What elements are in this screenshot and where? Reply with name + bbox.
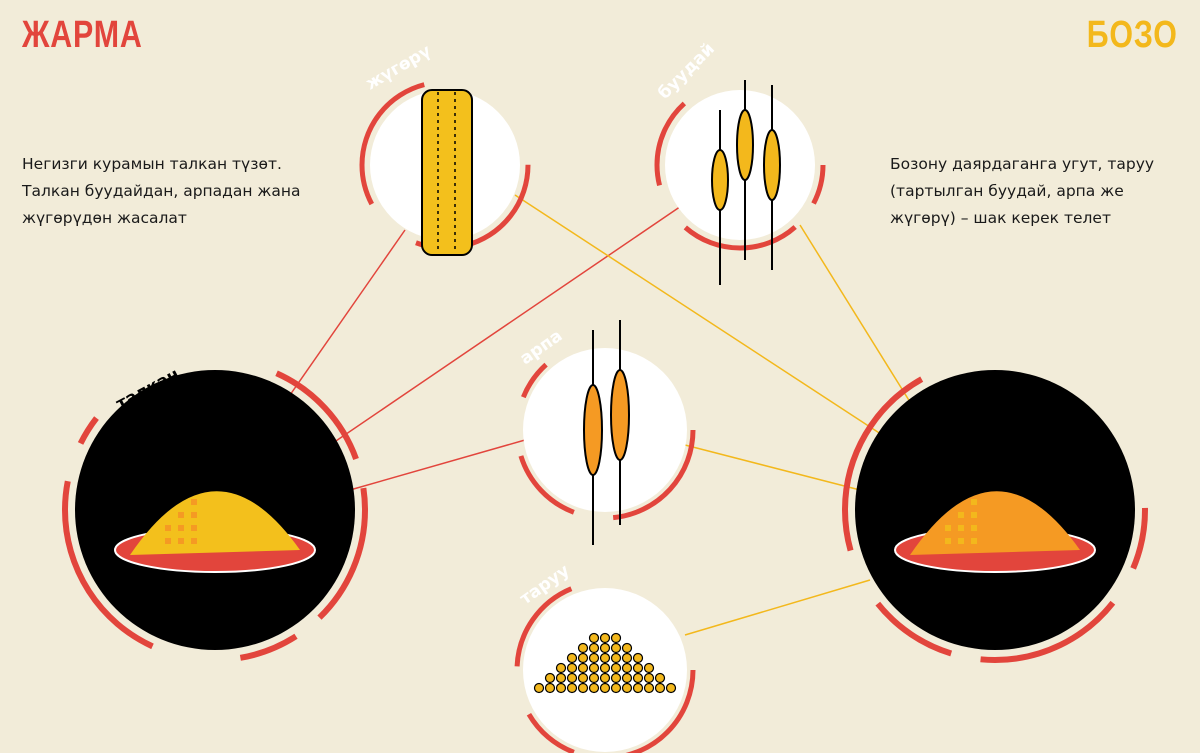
link-taruu-shak: [684, 579, 871, 636]
millet-grain: [665, 682, 677, 694]
millet-grain: [610, 652, 622, 664]
millet-grain: [577, 652, 589, 664]
link-talkan-buudai: [329, 199, 691, 446]
millet-grain: [599, 672, 611, 684]
millet-grain: [588, 682, 600, 694]
millet-grain: [555, 672, 567, 684]
link-talkan-arpa: [349, 439, 526, 491]
millet-grain: [544, 682, 556, 694]
millet-grain: [588, 632, 600, 644]
millet-grain: [654, 682, 666, 694]
millet-grain: [621, 672, 633, 684]
millet-grain: [621, 652, 633, 664]
label-buudai: буудай: [654, 39, 718, 103]
millet-grain: [632, 672, 644, 684]
millet-grain: [610, 642, 622, 654]
node-arpa: арпа: [514, 320, 696, 545]
millet-grain: [654, 672, 666, 684]
millet-grain: [632, 662, 644, 674]
millet-grain: [621, 642, 633, 654]
millet-grain: [599, 662, 611, 674]
millet-grain: [555, 662, 567, 674]
millet-grain: [577, 662, 589, 674]
link-buudai-shak: [799, 224, 916, 411]
description-bozo: Бозону даярдаганга угут, таруу (тартылга…: [890, 155, 1155, 227]
millet-grain: [588, 672, 600, 684]
millet-grain: [588, 652, 600, 664]
millet-grain: [577, 682, 589, 694]
millet-grain: [566, 682, 578, 694]
node-zhugoru: жүгөрү: [359, 41, 531, 256]
millet-grain: [588, 662, 600, 674]
millet-grain: [643, 672, 655, 684]
millet-grain: [610, 682, 622, 694]
barley-icon: [583, 320, 630, 545]
link-zhugoru-shak: [514, 194, 891, 441]
millet-grain: [643, 682, 655, 694]
millet-grain: [632, 652, 644, 664]
millet-grain: [577, 672, 589, 684]
flour-pile-icon: [130, 491, 300, 555]
millet-grain: [588, 642, 600, 654]
link-talkan-zhugoru: [289, 229, 406, 396]
millet-grain: [610, 672, 622, 684]
connectors: [289, 194, 916, 636]
millet-grain: [555, 682, 567, 694]
millet-grains-icon: [533, 632, 677, 694]
description-zharma: Негизги курамын талкан түзөт. Талкан буу…: [22, 155, 301, 227]
millet-grain: [577, 642, 589, 654]
millet-grain: [632, 682, 644, 694]
millet-grain: [599, 682, 611, 694]
title-bozo: БОЗО: [1087, 14, 1178, 56]
millet-grain: [643, 662, 655, 674]
node-taruu: таруу: [514, 561, 696, 753]
link-arpa-shak: [684, 444, 861, 491]
node-buudai: буудай: [654, 39, 826, 285]
millet-grain: [544, 672, 556, 684]
wheat-icon: [711, 80, 781, 285]
millet-grain: [610, 632, 622, 644]
millet-grain: [566, 662, 578, 674]
millet-grain: [621, 662, 633, 674]
corn-icon: [421, 89, 473, 256]
millet-grain: [566, 672, 578, 684]
millet-pile-icon: [910, 491, 1080, 555]
millet-grain: [599, 642, 611, 654]
node-talkan: талкан: [62, 357, 368, 663]
millet-grain: [599, 632, 611, 644]
millet-grain: [621, 682, 633, 694]
node-shak: шак: [842, 357, 1148, 663]
millet-grain: [566, 652, 578, 664]
title-zharma: ЖАРМА: [22, 14, 143, 56]
millet-grain: [599, 652, 611, 664]
millet-grain: [533, 682, 545, 694]
millet-grain: [610, 662, 622, 674]
